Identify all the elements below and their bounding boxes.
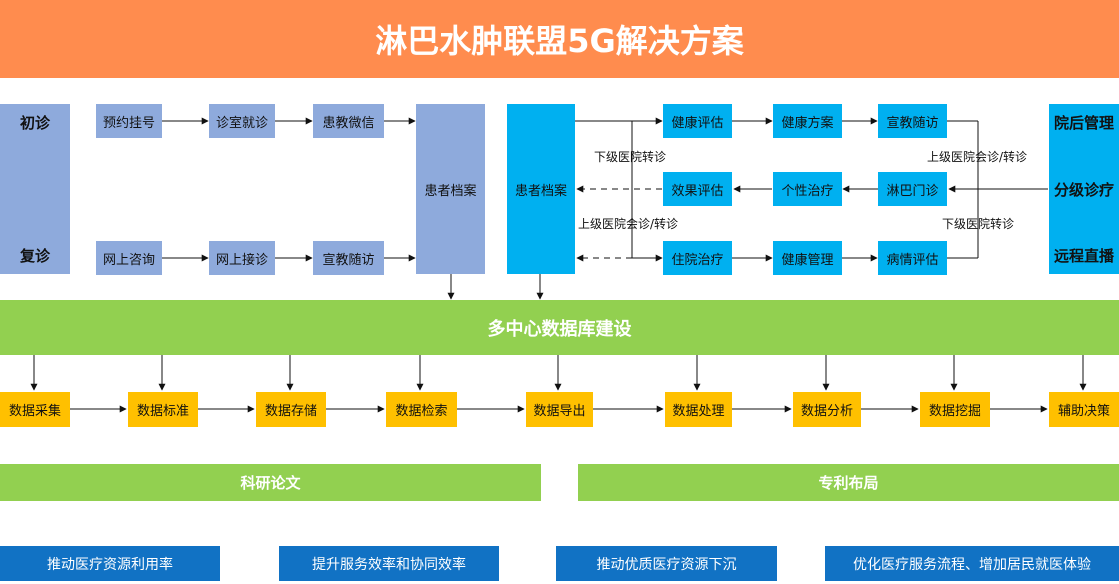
condition-assessment-box: 病情评估 xyxy=(878,241,947,275)
database-down-arrows xyxy=(30,355,1087,391)
patient-archive-right: 患者档案 xyxy=(507,104,575,274)
pipeline-collect: 数据采集 xyxy=(0,392,70,427)
goal-efficiency: 提升服务效率和协同效率 xyxy=(279,546,499,581)
post-hospital-label: 院后管理 xyxy=(1053,114,1114,132)
goal-service-optimization: 优化医疗服务流程、增加居民就医体验 xyxy=(825,546,1119,581)
management-panel: 院后管理 分级诊疗 远程直播 xyxy=(1049,104,1119,274)
appointment-box: 预约挂号 xyxy=(96,104,162,138)
edge-label-up-consult-left: 上级医院会诊/转诊 xyxy=(578,217,679,231)
clinic-visit-box: 诊室就诊 xyxy=(209,104,275,138)
pipeline-standard: 数据标准 xyxy=(128,392,198,427)
patent-layout-bar: 专利布局 xyxy=(578,464,1119,501)
remote-live-label: 远程直播 xyxy=(1053,247,1114,265)
pipeline-storage: 数据存储 xyxy=(256,392,326,427)
research-papers-bar: 科研论文 xyxy=(0,464,541,501)
personal-treatment-box: 个性治疗 xyxy=(773,172,842,206)
edge-label-down-transfer-left: 下级医院转诊 xyxy=(594,150,667,164)
pipeline-analysis: 数据分析 xyxy=(793,392,861,427)
pipeline-mining: 数据挖掘 xyxy=(920,392,990,427)
online-reception-box: 网上接诊 xyxy=(209,241,275,275)
effect-assessment-box: 效果评估 xyxy=(663,172,732,206)
edge-label-down-transfer-right: 下级医院转诊 xyxy=(942,217,1015,231)
tiered-care-label: 分级诊疗 xyxy=(1053,180,1114,199)
visit-type-panel: 初诊 复诊 xyxy=(0,104,70,274)
inpatient-box: 住院治疗 xyxy=(663,241,732,275)
pipeline-search: 数据检索 xyxy=(386,392,457,427)
return-visit-label: 复诊 xyxy=(19,247,50,265)
page-title: 淋巴水肿联盟5G解决方案 xyxy=(0,0,1119,78)
health-management-box: 健康管理 xyxy=(773,241,842,275)
pipeline-process: 数据处理 xyxy=(665,392,732,427)
database-bar: 多中心数据库建设 xyxy=(0,300,1119,355)
lymph-clinic-box: 淋巴门诊 xyxy=(878,172,947,206)
goal-resource-sinking: 推动优质医疗资源下沉 xyxy=(556,546,777,581)
first-visit-label: 初诊 xyxy=(19,114,50,132)
wechat-education-box: 患教微信 xyxy=(313,104,384,138)
education-followup-right-box: 宣教随访 xyxy=(878,104,947,138)
goal-resource-utilization: 推动医疗资源利用率 xyxy=(0,546,220,581)
online-consult-box: 网上咨询 xyxy=(96,241,162,275)
health-assessment-box: 健康评估 xyxy=(663,104,732,138)
education-followup-box: 宣教随访 xyxy=(313,241,384,275)
edge-label-up-consult-right: 上级医院会诊/转诊 xyxy=(927,150,1028,164)
patient-archive-left: 患者档案 xyxy=(416,104,485,274)
health-plan-box: 健康方案 xyxy=(773,104,842,138)
pipeline-export: 数据导出 xyxy=(526,392,593,427)
pipeline-decision: 辅助决策 xyxy=(1049,392,1119,427)
